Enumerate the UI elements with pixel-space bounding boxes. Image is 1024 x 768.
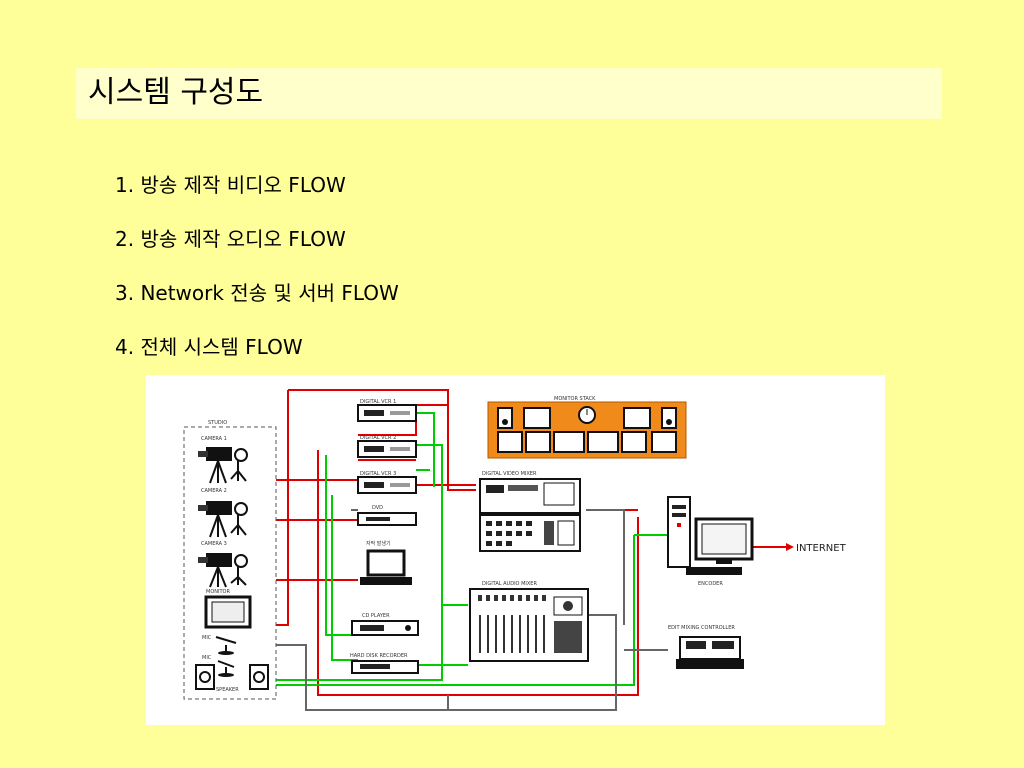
- flow-list: 1. 방송 제작 비디오 FLOW 2. 방송 제작 오디오 FLOW 3. N…: [115, 158, 399, 374]
- speakers: SPEAKER: [195, 664, 269, 693]
- monitor-stack: MONITOR STACK: [487, 396, 687, 459]
- digital-vcr-3: DIGITAL VCR 3: [357, 471, 417, 494]
- internet-label: INTERNET: [796, 543, 847, 554]
- dvd-label: DVD: [372, 505, 383, 511]
- audio-mixer-label: DIGITAL AUDIO MIXER: [482, 581, 537, 587]
- flow-item-video: 1. 방송 제작 비디오 FLOW: [115, 173, 346, 197]
- title-bar: 시스템 구성도: [76, 68, 942, 119]
- speaker-label: SPEAKER: [216, 687, 239, 693]
- studio-area: STUDIO CAMERA 1 CAMERA 2 CAMERA 3: [183, 420, 277, 700]
- edit-controller: EDIT MIXING CONTROLLER: [668, 625, 744, 669]
- control-wires: [276, 509, 668, 711]
- monitor-label: MONITOR: [206, 589, 230, 595]
- system-diagram: STUDIO CAMERA 1 CAMERA 2 CAMERA 3: [146, 375, 885, 725]
- vcr-2-label: DIGITAL VCR 2: [360, 435, 396, 441]
- digital-vcr-2: DIGITAL VCR 2: [357, 435, 417, 458]
- vcr-1-label: DIGITAL VCR 1: [360, 399, 396, 405]
- mics: MIC MIC: [202, 635, 237, 677]
- camera-2-label: CAMERA 2: [201, 488, 227, 494]
- camera-1-label: CAMERA 1: [201, 436, 227, 442]
- hard-disk-label: HARD DISK RECORDER: [350, 653, 408, 659]
- camera-3: CAMERA 3: [198, 541, 248, 588]
- hard-disk-recorder: HARD DISK RECORDER: [350, 653, 419, 674]
- diagram-svg: STUDIO CAMERA 1 CAMERA 2 CAMERA 3: [183, 389, 847, 711]
- flow-item-audio: 2. 방송 제작 오디오 FLOW: [115, 227, 346, 251]
- digital-audio-mixer: DIGITAL AUDIO MIXER: [469, 581, 589, 662]
- graphic-label: 자막 발생기: [366, 540, 391, 547]
- mic-2-label: MIC: [202, 655, 212, 661]
- digital-video-mixer: DIGITAL VIDEO MIXER: [479, 471, 581, 552]
- studio-monitor: MONITOR: [204, 589, 252, 629]
- encoder: ENCODER: [667, 496, 754, 587]
- flow-item-network: 3. Network 전송 및 서버 FLOW: [115, 281, 399, 305]
- encoder-label: ENCODER: [698, 581, 723, 587]
- slide-title: 시스템 구성도: [88, 75, 264, 110]
- mic-1-label: MIC: [202, 635, 212, 641]
- dvd-player: DVD: [357, 505, 417, 526]
- graphic-generator: 자막 발생기: [360, 540, 412, 585]
- monitor-stack-label: MONITOR STACK: [554, 396, 596, 402]
- controller-label: EDIT MIXING CONTROLLER: [668, 625, 735, 631]
- internet-arrow-head: [786, 543, 794, 551]
- cd-player-label: CD PLAYER: [362, 613, 390, 619]
- vcr-3-label: DIGITAL VCR 3: [360, 471, 396, 477]
- camera-2: CAMERA 2: [198, 488, 248, 538]
- camera-3-label: CAMERA 3: [201, 541, 227, 547]
- camera-1: CAMERA 1: [198, 436, 248, 484]
- digital-vcr-1: DIGITAL VCR 1: [357, 399, 417, 422]
- cd-player: CD PLAYER: [351, 613, 419, 636]
- flow-item-system: 4. 전체 시스템 FLOW: [115, 335, 303, 359]
- audio-wires: [276, 412, 668, 686]
- video-mixer-label: DIGITAL VIDEO MIXER: [482, 471, 537, 477]
- studio-label: STUDIO: [208, 420, 227, 426]
